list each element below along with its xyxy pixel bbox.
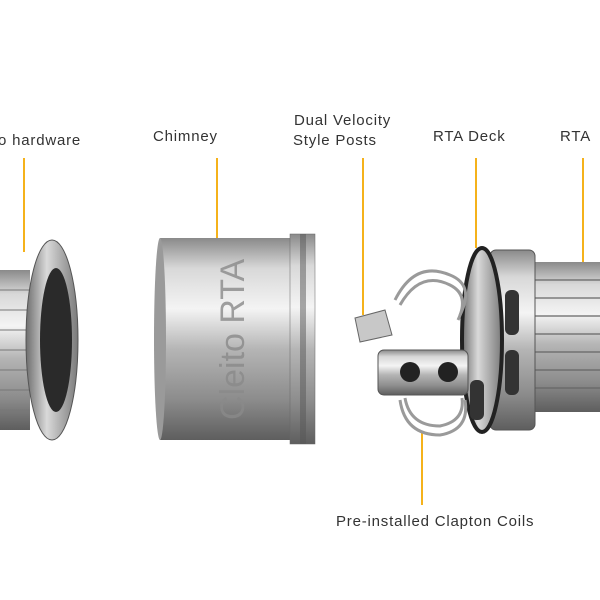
label-chimney: Chimney xyxy=(153,128,218,145)
leader-lines xyxy=(23,158,584,505)
label-rta-deck: RTA Deck xyxy=(433,128,506,145)
clapton-coils xyxy=(393,269,468,437)
rta-deck-part xyxy=(354,246,600,437)
chimney-engraving: Cleito RTA xyxy=(214,258,252,420)
label-posts-line2: Style Posts xyxy=(293,132,377,149)
label-posts-line1: Dual Velocity xyxy=(294,112,392,129)
label-rta: RTA xyxy=(560,128,592,145)
drip-hardware-part xyxy=(0,239,79,441)
chimney-part: Cleito RTA xyxy=(154,233,316,445)
label-hardware: o hardware xyxy=(0,132,82,149)
label-clapton-coils: Pre-installed Clapton Coils xyxy=(336,513,535,530)
